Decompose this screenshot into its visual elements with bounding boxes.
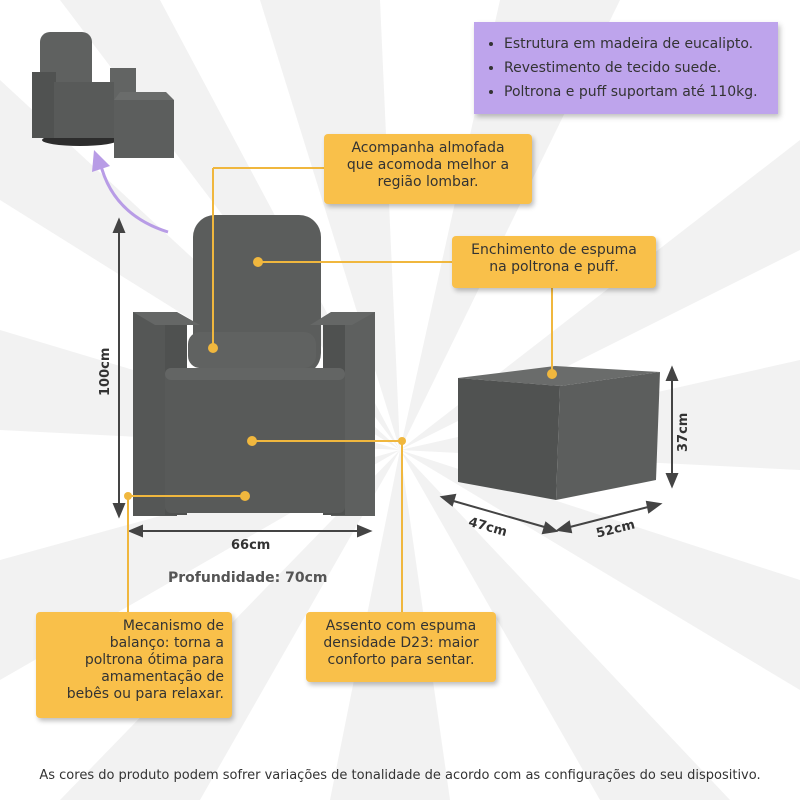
callout-line: Enchimento de espuma <box>471 242 637 258</box>
callout-line: balanço: torna a <box>109 635 224 651</box>
depth-label: Profundidade: 70cm <box>168 570 328 586</box>
dimension-lines <box>112 217 679 538</box>
callout-line: conforto para sentar. <box>327 652 475 668</box>
callout-line: região lombar. <box>377 174 479 190</box>
thumbnail-chair <box>32 32 174 158</box>
features-box: Estrutura em madeira de eucalipto. Reves… <box>474 22 778 114</box>
callout-line: na poltrona e puff. <box>489 259 619 275</box>
width-label: 66cm <box>231 538 271 553</box>
callout-line: densidade D23: maior <box>323 635 479 651</box>
puff-height-label: 37cm <box>676 412 691 452</box>
callout-mecanismo: Mecanismo de balanço: torna a poltrona ó… <box>36 612 232 718</box>
callout-almofada: Acompanha almofada que acomoda melhor a … <box>324 134 532 204</box>
callout-line: Mecanismo de <box>122 618 224 634</box>
disclaimer-footer: As cores do produto podem sofrer variaçõ… <box>39 768 761 783</box>
curved-arrow-icon <box>92 150 169 234</box>
callout-line: Assento com espuma <box>325 618 477 634</box>
callout-line: bebês ou para relaxar. <box>66 686 224 702</box>
callout-line: poltrona ótima para <box>84 652 224 668</box>
height-label: 100cm <box>98 347 113 396</box>
callout-line: Acompanha almofada <box>351 140 505 156</box>
puff <box>458 366 660 500</box>
callout-line: que acomoda melhor a <box>346 157 510 173</box>
callout-espuma: Enchimento de espuma na poltrona e puff. <box>452 236 656 288</box>
feature-item: Estrutura em madeira de eucalipto. <box>504 32 770 56</box>
callout-assento: Assento com espuma densidade D23: maior … <box>306 612 496 682</box>
callout-line: amamentação de <box>101 669 224 685</box>
feature-item: Poltrona e puff suportam até 110kg. <box>504 80 770 104</box>
callout-lines <box>124 167 557 612</box>
feature-item: Revestimento de tecido suede. <box>504 56 770 80</box>
